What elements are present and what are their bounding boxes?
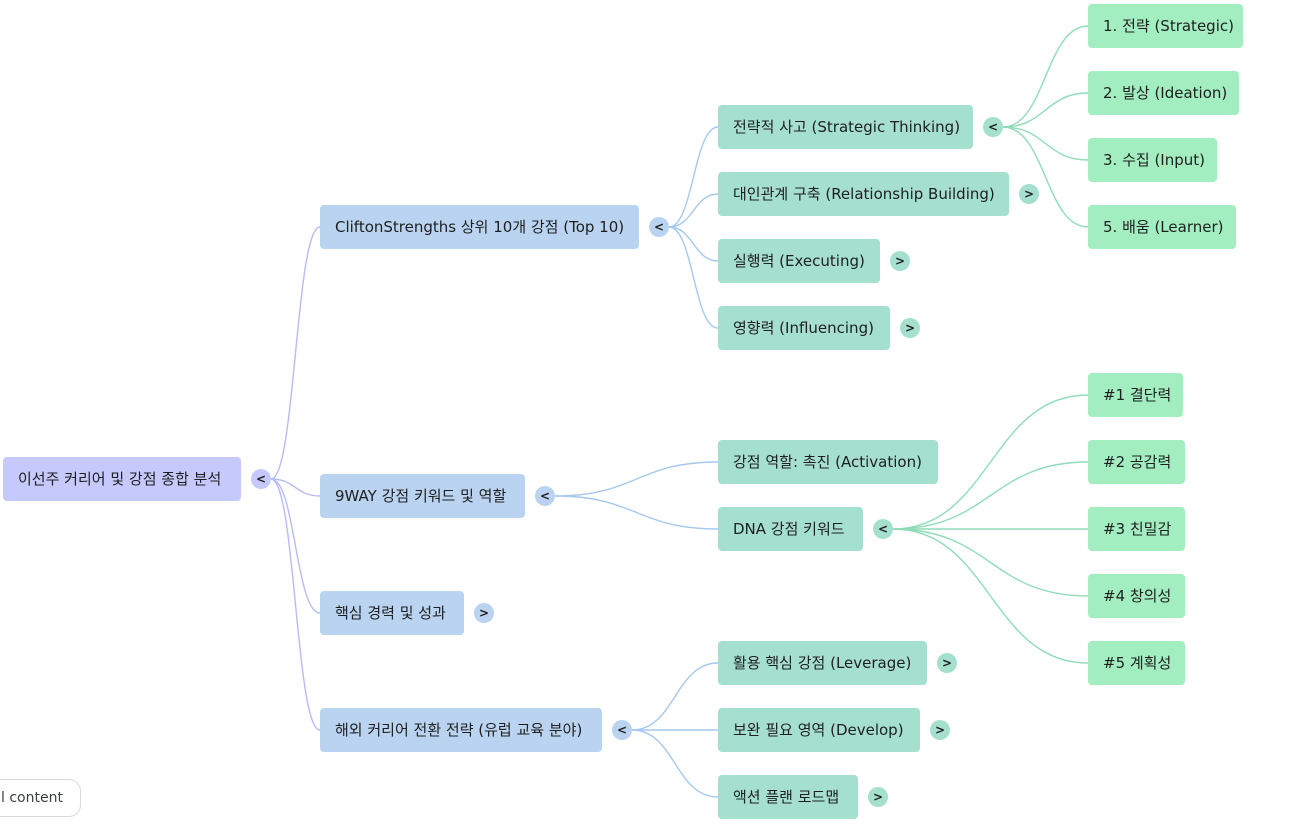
connector-r0	[270, 226, 321, 480]
connector-r0-0-0	[1002, 25, 1089, 128]
mind-map-node-r1-0[interactable]: 강점 역할: 촉진 (Activation)	[718, 440, 938, 484]
mind-map-node-r0-0[interactable]: 전략적 사고 (Strategic Thinking)	[718, 105, 973, 149]
mind-map-node-r3-1[interactable]: 보완 필요 영역 (Develop)	[718, 708, 920, 752]
mind-map-node-r0[interactable]: CliftonStrengths 상위 10개 강점 (Top 10)	[320, 205, 639, 249]
connector-r3	[270, 478, 321, 731]
expand-toggle-icon-r3-1[interactable]: >	[930, 720, 950, 740]
connector-r2	[270, 478, 321, 614]
connector-r0-1	[668, 193, 719, 228]
connector-r0-0-3	[1002, 126, 1089, 228]
footer-content-chip[interactable]: l content	[0, 779, 81, 817]
connector-r1-1	[554, 495, 719, 530]
mind-map-node-r1-1-0[interactable]: #1 결단력	[1088, 373, 1183, 417]
mind-map-node-r1[interactable]: 9WAY 강점 키워드 및 역할	[320, 474, 525, 518]
mind-map-node-r1-1[interactable]: DNA 강점 키워드	[718, 507, 863, 551]
collapse-toggle-icon-r1[interactable]: <	[535, 486, 555, 506]
mind-map-node-r2[interactable]: 핵심 경력 및 성과	[320, 591, 464, 635]
collapse-toggle-icon-r[interactable]: <	[251, 469, 271, 489]
connector-r1-1-0	[892, 394, 1089, 530]
mind-map-node-r0-0-0[interactable]: 1. 전략 (Strategic)	[1088, 4, 1243, 48]
connector-r1	[270, 478, 321, 497]
connector-r1-0	[554, 461, 719, 497]
mind-map-node-r3-2[interactable]: 액션 플랜 로드맵	[718, 775, 858, 819]
connector-r1-1-3	[892, 528, 1089, 597]
mind-map-node-r1-1-4[interactable]: #5 계획성	[1088, 641, 1185, 685]
connector-r3-0	[631, 662, 719, 731]
collapse-toggle-icon-r0[interactable]: <	[649, 217, 669, 237]
mind-map-node-r0-0-2[interactable]: 3. 수집 (Input)	[1088, 138, 1217, 182]
connector-r0-0	[668, 126, 719, 228]
connector-r0-2	[668, 226, 719, 262]
connector-r0-3	[668, 226, 719, 329]
collapse-toggle-icon-r0-0[interactable]: <	[983, 117, 1003, 137]
mind-map-node-r0-0-3[interactable]: 5. 배움 (Learner)	[1088, 205, 1236, 249]
mind-map-node-r0-1[interactable]: 대인관계 구축 (Relationship Building)	[718, 172, 1009, 216]
mind-map-node-r0-0-1[interactable]: 2. 발상 (Ideation)	[1088, 71, 1239, 115]
connector-r0-0-2	[1002, 126, 1089, 161]
mind-map-node-r1-1-2[interactable]: #3 친밀감	[1088, 507, 1185, 551]
expand-toggle-icon-r0-1[interactable]: >	[1019, 184, 1039, 204]
expand-toggle-icon-r3-0[interactable]: >	[937, 653, 957, 673]
mind-map-node-r3[interactable]: 해외 커리어 전환 전략 (유럽 교육 분야)	[320, 708, 602, 752]
connector-r1-1-4	[892, 528, 1089, 664]
mind-map-node-r0-2[interactable]: 실행력 (Executing)	[718, 239, 880, 283]
expand-toggle-icon-r0-3[interactable]: >	[900, 318, 920, 338]
collapse-toggle-icon-r3[interactable]: <	[612, 720, 632, 740]
mind-map-node-r3-0[interactable]: 활용 핵심 강점 (Leverage)	[718, 641, 927, 685]
connector-r1-1-1	[892, 461, 1089, 530]
connector-r0-0-1	[1002, 92, 1089, 128]
collapse-toggle-icon-r1-1[interactable]: <	[873, 519, 893, 539]
mind-map-node-r1-1-3[interactable]: #4 창의성	[1088, 574, 1185, 618]
expand-toggle-icon-r2[interactable]: >	[474, 603, 494, 623]
expand-toggle-icon-r3-2[interactable]: >	[868, 787, 888, 807]
mind-map-node-r1-1-1[interactable]: #2 공감력	[1088, 440, 1185, 484]
mind-map-node-r0-3[interactable]: 영향력 (Influencing)	[718, 306, 890, 350]
expand-toggle-icon-r0-2[interactable]: >	[890, 251, 910, 271]
connector-r3-2	[631, 729, 719, 798]
mind-map-root-node[interactable]: 이선주 커리어 및 강점 종합 분석	[3, 457, 241, 501]
